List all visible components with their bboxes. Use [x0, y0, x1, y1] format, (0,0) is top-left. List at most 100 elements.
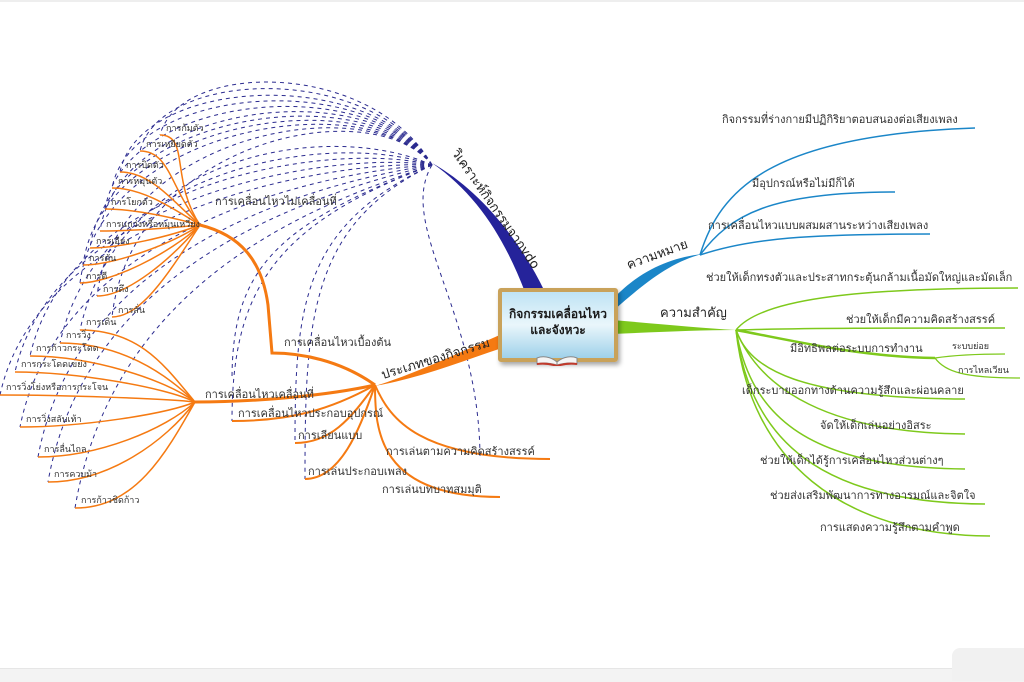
non-locomotor-branch: [159, 134, 201, 226]
importance-item[interactable]: ช่วยให้เด็กมีความคิดสร้างสรรค์: [846, 313, 996, 326]
non-locomotor-label[interactable]: การเคลื่อนไหวไม่เคลื่อนที่: [215, 195, 337, 208]
non-locomotor-item[interactable]: การก้มตัว: [166, 124, 204, 134]
types-branch-basic: [199, 223, 376, 387]
types-item[interactable]: การเคลื่อนไหวประกอบอุปกรณ์: [238, 407, 384, 420]
importance-sub-branch: [934, 353, 1006, 359]
non-locomotor-item[interactable]: การดัน: [89, 254, 117, 264]
non-locomotor-branch: [111, 187, 201, 226]
types-branch: [374, 384, 501, 498]
meaning-item[interactable]: การเคลื่อนไหวแบบผสมผสานระหว่างเสียงเพลง: [708, 219, 929, 232]
locomotor-item[interactable]: การวิ่งสลับเท้า: [26, 415, 82, 425]
types-item[interactable]: การเล่นบทบาทสมมุติ: [382, 483, 482, 496]
non-locomotor-item[interactable]: การเหยียดตัว: [146, 140, 198, 150]
dashed-link: [231, 164, 433, 381]
meaning-item[interactable]: มีอุปกรณ์หรือไม่มีก็ได้: [752, 177, 855, 190]
types-item[interactable]: การเคลื่อนไหวเบื้องต้น: [284, 336, 392, 349]
importance-branch: [735, 287, 1019, 331]
types-item[interactable]: การเคลื่อนไหวเคลื่อนที่: [205, 388, 314, 401]
meaning-item[interactable]: กิจกรรมที่ร่างกายมีปฏิกิริยาตอบสนองต่อเส…: [722, 113, 958, 126]
locomotor-branch: [59, 342, 196, 403]
types-branch: [294, 384, 376, 444]
importance-item[interactable]: มีอิทธิพลต่อระบบการทำงาน: [790, 342, 923, 355]
types-branch: [374, 384, 551, 460]
dashed-link: [231, 164, 433, 422]
locomotor-item[interactable]: การก้าวชิดก้าว: [81, 496, 140, 506]
non-locomotor-item[interactable]: การโยกตัว: [111, 198, 153, 208]
importance-item[interactable]: ช่วยให้เด็กได้รู้การเคลื่อนไหวส่วนต่างๆ: [760, 454, 944, 467]
locomotor-item[interactable]: การก้าวกระโดด: [36, 344, 99, 354]
dashed-link: [96, 127, 433, 297]
non-locomotor-item[interactable]: การหมุนตัว: [118, 177, 163, 187]
non-locomotor-item[interactable]: การดึง: [103, 285, 129, 295]
meaning-branch: [699, 233, 931, 256]
dashed-link: [19, 164, 433, 428]
importance-branch: [735, 329, 991, 537]
importance-item[interactable]: เด็กระบายออกทางด้านความรู้สึกและผ่อนคลาย: [742, 384, 964, 397]
central-topic-line1: กิจกรรมเคลื่อนไหว: [509, 307, 607, 321]
dashed-link: [79, 123, 433, 284]
locomotor-item[interactable]: การวิ่งโย่งหรือการกระโจน: [6, 383, 109, 393]
dashed-link: [59, 152, 433, 344]
non-locomotor-branch: [139, 150, 201, 226]
dashed-link: [29, 157, 433, 357]
importance-branch: [735, 328, 936, 360]
dashed-link: [74, 164, 433, 509]
importance-item[interactable]: ช่วยให้เด็กทรงตัวและประสาทกระตุ้นกล้ามเน…: [706, 271, 1013, 284]
types-item[interactable]: การเล่นประกอบเพลง: [308, 465, 407, 478]
non-locomotor-item[interactable]: การสั่น: [118, 306, 145, 316]
dashed-link: [159, 81, 433, 166]
dashed-link: [422, 164, 481, 460]
dashed-link: [89, 115, 433, 249]
non-locomotor-branch: [79, 224, 201, 284]
dashed-link: [304, 164, 433, 480]
importance-branch: [735, 327, 1006, 331]
non-locomotor-item[interactable]: การเอียง: [96, 237, 130, 247]
locomotor-branch: [47, 401, 196, 483]
locomotor-item[interactable]: การควบม้า: [54, 470, 98, 480]
non-locomotor-item[interactable]: การตี: [86, 272, 108, 282]
dashed-link: [0, 164, 433, 396]
branch-importance: [612, 320, 736, 334]
locomotor-branch: [79, 329, 196, 403]
types-branch-locomotor: [194, 383, 376, 404]
non-locomotor-branch: [99, 224, 201, 232]
dashed-link: [37, 164, 433, 458]
dashed-link: [14, 161, 433, 373]
locomotor-branch: [14, 371, 196, 403]
dashed-link: [111, 130, 433, 318]
meaning-branch: [699, 127, 976, 256]
dashed-link: [119, 94, 433, 173]
importance-item[interactable]: ช่วยส่งเสริมพัฒนาการทางอารมณ์และจิตใจ: [770, 489, 976, 502]
types-item[interactable]: การเล่นตามความคิดสร้างสรรค์: [386, 445, 535, 458]
importance-sub-item[interactable]: การไหลเวียน: [958, 366, 1009, 376]
locomotor-item[interactable]: การกระโดดเขย่ง: [21, 360, 87, 370]
locomotor-branch: [0, 394, 196, 403]
importance-label[interactable]: ความสำคัญ: [660, 306, 727, 321]
branches: [375, 163, 736, 386]
locomotor-branch: [19, 401, 196, 428]
importance-branch: [735, 329, 966, 435]
locomotor-item[interactable]: การเดิน: [86, 318, 117, 328]
dashed-link: [139, 88, 433, 166]
non-locomotor-item[interactable]: การแกว่งหรือหมุนเหวี่ยง: [106, 220, 200, 230]
central-topic[interactable]: กิจกรรมเคลื่อนไหว และจังหวะ: [498, 288, 618, 362]
locomotor-item[interactable]: การวิ่ง: [66, 331, 91, 341]
top-border: [0, 0, 1024, 2]
non-locomotor-branch: [104, 208, 201, 226]
types-branch: [231, 384, 376, 422]
importance-sub-item[interactable]: ระบบย่อย: [952, 342, 990, 352]
locomotor-item[interactable]: การลื่นไถล: [44, 445, 87, 455]
dashed-link: [99, 111, 433, 232]
locomotor-branch: [37, 401, 196, 458]
non-locomotor-branch: [111, 224, 201, 318]
importance-item[interactable]: การแสดงความรู้สึกตามคำพูด: [820, 521, 960, 534]
dashed-link: [294, 164, 433, 444]
types-item[interactable]: การเลียนแบบ: [298, 429, 363, 442]
dashed-links: [0, 81, 481, 509]
dashed-link: [111, 100, 433, 189]
importance-item[interactable]: จัดให้เด็กเล่นอย่างอิสระ: [820, 419, 932, 432]
non-locomotor-item[interactable]: การบิดตัว: [126, 161, 164, 171]
non-locomotor-branch: [119, 171, 201, 226]
locomotor-branch: [29, 355, 196, 403]
